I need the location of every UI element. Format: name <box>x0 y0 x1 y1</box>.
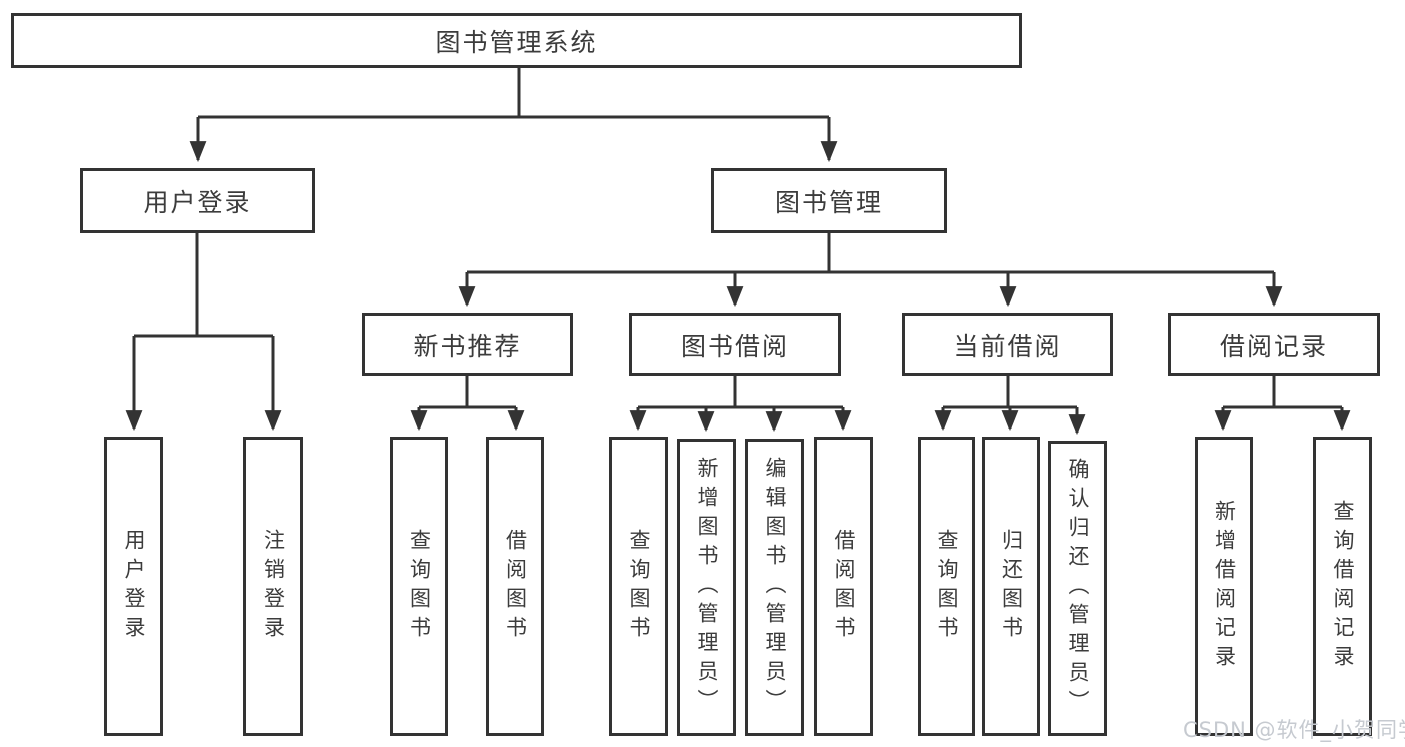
leaf-add-book-admin: 新增图书（管理员） <box>677 439 736 736</box>
leaf-confirm-return-admin: 确认归还（管理员） <box>1048 441 1107 736</box>
leaf-query-books-current: 查询图书 <box>918 437 975 736</box>
leaf-borrow-books-borrowing: 借阅图书 <box>814 437 873 736</box>
node-library-management-system: 图书管理系统 <box>11 13 1022 68</box>
node-user-login: 用户登录 <box>80 168 315 233</box>
leaf-add-borrow-record: 新增借阅记录 <box>1195 437 1253 736</box>
leaf-user-login: 用户登录 <box>104 437 163 736</box>
node-book-management: 图书管理 <box>711 168 947 233</box>
node-book-borrowing: 图书借阅 <box>629 313 841 376</box>
connector-arrows <box>125 117 1351 436</box>
node-new-book-recommend: 新书推荐 <box>362 313 573 376</box>
leaf-return-books: 归还图书 <box>982 437 1040 736</box>
node-current-borrowing: 当前借阅 <box>902 313 1113 376</box>
leaf-query-books-borrowing: 查询图书 <box>609 437 668 736</box>
leaf-edit-book-admin: 编辑图书（管理员） <box>745 439 804 736</box>
leaf-logout: 注销登录 <box>243 437 303 736</box>
connector-trunks <box>134 68 1342 409</box>
node-borrowing-records: 借阅记录 <box>1168 313 1380 376</box>
csdn-watermark: CSDN @软件_小贺同学 <box>1183 718 1405 742</box>
leaf-query-books-recommend: 查询图书 <box>390 437 448 736</box>
leaf-query-borrow-record: 查询借阅记录 <box>1313 437 1372 736</box>
leaf-borrow-books-recommend: 借阅图书 <box>486 437 544 736</box>
